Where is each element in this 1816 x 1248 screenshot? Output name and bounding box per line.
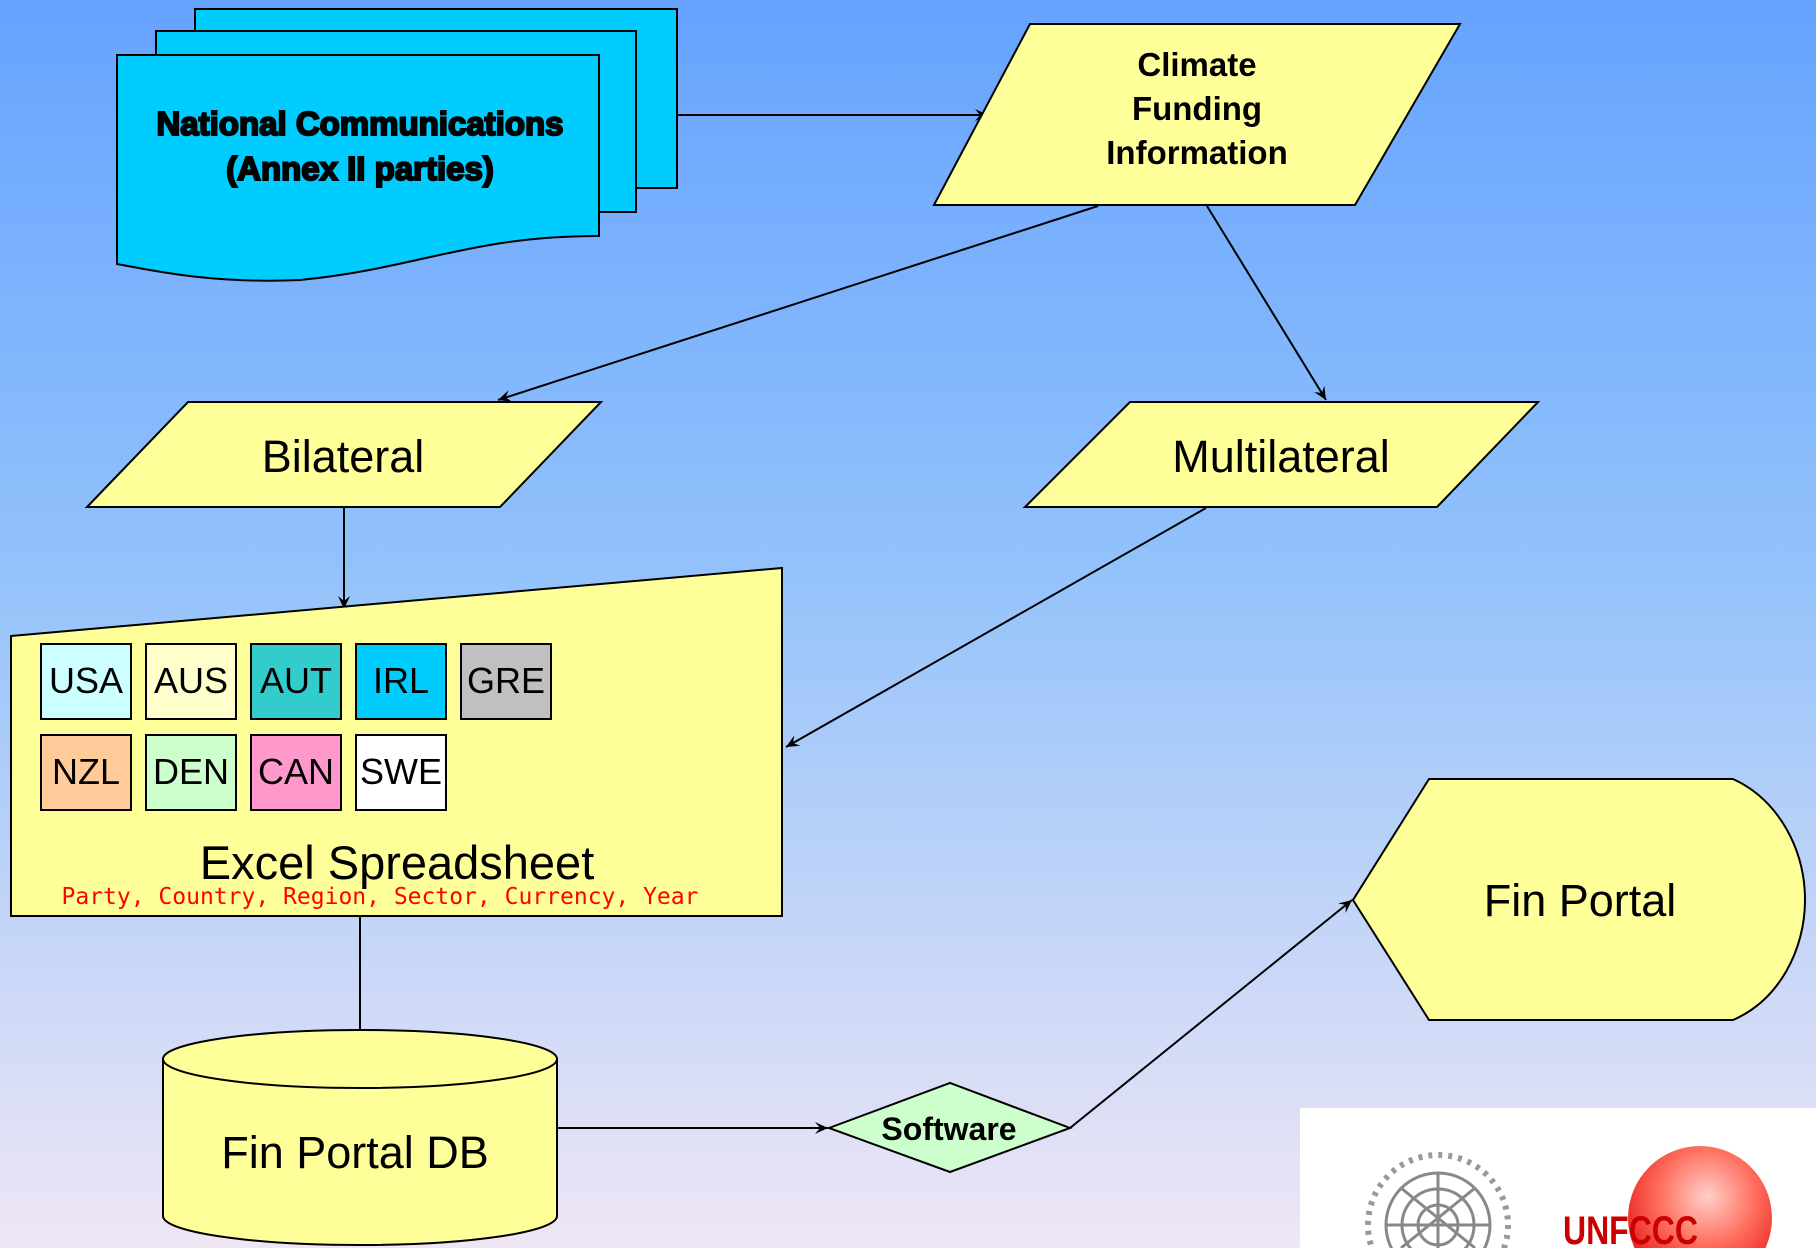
country-cell-box (40, 643, 132, 720)
country-cell-box (355, 643, 447, 720)
fin-portal-display: Fin Portal (1351, 778, 1807, 1021)
software-decision: Software (826, 1081, 1073, 1174)
country-code-label: IRL (373, 660, 429, 701)
country-code-label: NZL (52, 751, 120, 792)
country-code-label: GRE (467, 660, 545, 701)
country-code-label: CAN (258, 751, 334, 792)
arrow-climate-to-multilateral (1206, 205, 1327, 401)
country-cell-usa: USA (40, 643, 132, 720)
climate-funding-line1: Climate (1137, 46, 1256, 83)
country-cell-gre: GRE (460, 643, 552, 720)
excel-spreadsheet-label: Excel Spreadsheet (200, 836, 595, 889)
document-sheet-front (116, 54, 600, 282)
country-cell-nzl: NZL (40, 734, 132, 811)
country-cell-aus: AUS (145, 643, 237, 720)
country-cell-box (460, 643, 552, 720)
national-communications-line2: (Annex II parties) (226, 150, 494, 187)
country-code-label: SWE (360, 751, 442, 792)
arrow-climate-to-bilateral (497, 205, 1099, 402)
country-cell-box (145, 643, 237, 720)
national-communications-line1: National Communications (156, 105, 563, 142)
country-cell-box (250, 643, 342, 720)
climate-funding-line2: Funding (1132, 90, 1262, 127)
country-code-label: USA (49, 660, 123, 701)
country-cell-can: CAN (250, 734, 342, 811)
arrow-software-to-finportal (1069, 899, 1353, 1129)
country-cell-box (250, 734, 342, 811)
fin-portal-label: Fin Portal (1484, 875, 1677, 926)
country-code-label: AUT (260, 660, 332, 701)
unfccc-logo-text: UNFCCC (1563, 1209, 1698, 1248)
connectors (338, 109, 1353, 1134)
un-emblem-icon (1365, 1152, 1511, 1248)
bilateral-parallelogram: Bilateral (84, 401, 604, 508)
multilateral-parallelogram: Multilateral (1022, 401, 1541, 508)
bilateral-label: Bilateral (262, 431, 425, 482)
country-code-label: AUS (154, 660, 228, 701)
country-cell-box (355, 734, 447, 811)
excel-spreadsheet-manual-input: USA AUS AUT IRL GRE NZL DEN CAN SWE Excel Spread… (10, 566, 783, 917)
country-cell-den: DEN (145, 734, 237, 811)
fin-portal-db-cylinder: Fin Portal DB (162, 1029, 558, 1246)
multilateral-label: Multilateral (1172, 431, 1390, 482)
country-cell-box (145, 734, 237, 811)
country-code-label: DEN (153, 751, 229, 792)
unfccc-logo: UNFCCC (1563, 1146, 1772, 1248)
country-cell-swe: SWE (355, 734, 447, 811)
fin-portal-db-label: Fin Portal DB (221, 1127, 489, 1178)
excel-spreadsheet-fields: Party, Country, Region, Sector, Currency… (62, 884, 699, 910)
country-cell-aut: AUT (250, 643, 342, 720)
arrow-multilateral-to-excel (785, 507, 1207, 748)
national-communications-document: National Communications (Annex II partie… (116, 8, 678, 282)
software-label: Software (881, 1111, 1016, 1147)
country-cell-box (40, 734, 132, 811)
country-cell-irl: IRL (355, 643, 447, 720)
logos-area: UNFCCC (1300, 1108, 1816, 1248)
climate-funding-parallelogram: Climate Funding Information (932, 23, 1462, 206)
country-grid: USA AUS AUT IRL GRE NZL DEN CAN SWE (40, 643, 552, 811)
climate-funding-line3: Information (1106, 134, 1287, 171)
